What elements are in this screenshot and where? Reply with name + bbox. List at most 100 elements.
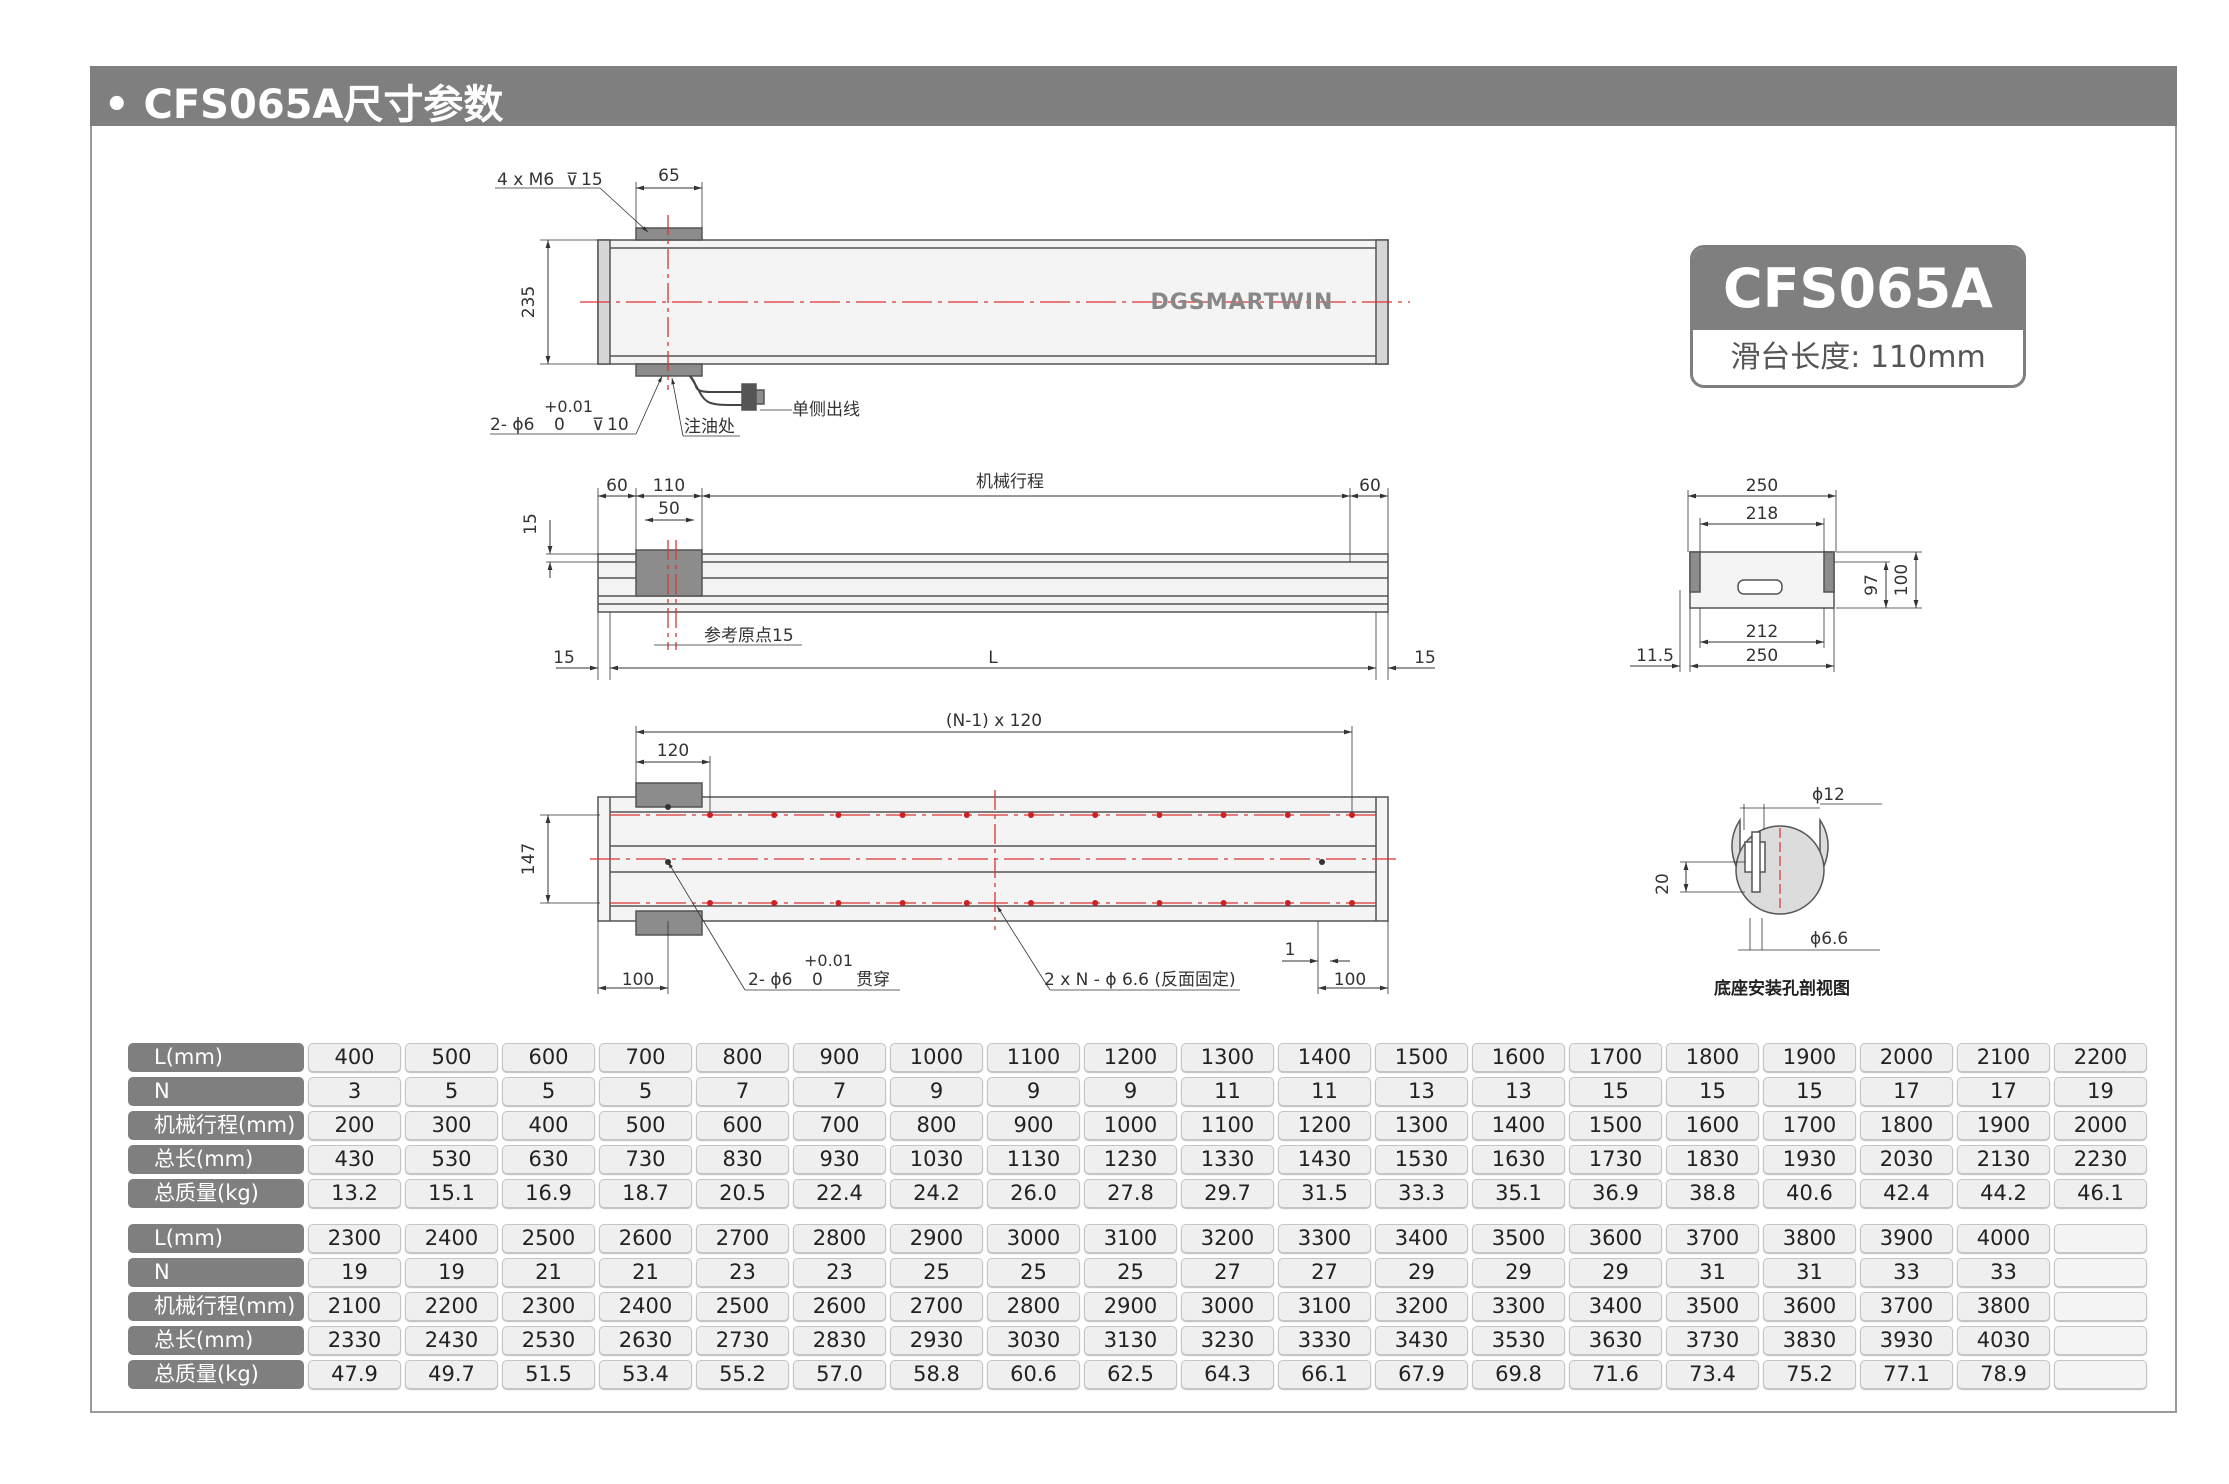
table-cell: 600 (696, 1111, 789, 1140)
mounting-hole (771, 812, 778, 818)
table-cell: 71.6 (1569, 1360, 1662, 1389)
dim-120: 120 (657, 741, 689, 761)
table-cell: 2330 (308, 1326, 401, 1355)
table-cell: 2400 (405, 1224, 498, 1253)
table-cell: 55.2 (696, 1360, 789, 1389)
table-cell: 1530 (1375, 1145, 1468, 1174)
mounting-hole (1284, 900, 1291, 906)
table-cell: 33 (1860, 1258, 1953, 1287)
table-cell: 2800 (793, 1224, 886, 1253)
table-cell: 51.5 (502, 1360, 595, 1389)
table-cell: 29.7 (1181, 1179, 1274, 1208)
table-cell: 3730 (1666, 1326, 1759, 1355)
table-cell: 1200 (1278, 1111, 1371, 1140)
dim-20: 20 (1653, 873, 1673, 895)
dim-15-vertical: 15 (521, 513, 541, 535)
table-cell: 25 (987, 1258, 1080, 1287)
table-cell: 1800 (1860, 1111, 1953, 1140)
table-cell: 500 (405, 1043, 498, 1072)
table-cell: 27.8 (1084, 1179, 1177, 1208)
table-cell: 2630 (599, 1326, 692, 1355)
table-cell: 29 (1569, 1258, 1662, 1287)
table-cell: 3 (308, 1077, 401, 1106)
mounting-hole (1349, 812, 1355, 818)
table-cell: 1600 (1472, 1043, 1565, 1072)
dim-250-bottom: 250 (1746, 646, 1778, 666)
table-cell: 2200 (2054, 1043, 2147, 1072)
table-cell: 24.2 (890, 1179, 983, 1208)
table-cell: 26.0 (987, 1179, 1080, 1208)
table-cell: 3700 (1860, 1292, 1953, 1321)
table-cell: 64.3 (1181, 1360, 1274, 1389)
table-cell: 25 (1084, 1258, 1177, 1287)
pin-tol-zero: 0 (554, 415, 565, 435)
dim-L: L (988, 648, 998, 668)
table-cell: 600 (502, 1043, 595, 1072)
table-cell: 15 (1666, 1077, 1759, 1106)
table-cell: 16.9 (502, 1179, 595, 1208)
row-label: 总质量(kg) (128, 1360, 304, 1389)
table-cell: 17 (1860, 1077, 1953, 1106)
table-cell: 21 (599, 1258, 692, 1287)
table-cell: 2800 (987, 1292, 1080, 1321)
row-label: 机械行程(mm) (128, 1111, 304, 1140)
table-cell: 2100 (1957, 1043, 2050, 1072)
table-cell (2054, 1224, 2147, 1253)
pin-hole (665, 859, 671, 865)
table-cell: 3300 (1278, 1224, 1371, 1253)
side-view-body (597, 553, 1389, 613)
table-cell: 500 (599, 1111, 692, 1140)
table-cell: 2830 (793, 1326, 886, 1355)
dim-15-right: 15 (1414, 648, 1436, 668)
dim-235: 235 (519, 286, 539, 318)
table-cell: 31.5 (1278, 1179, 1371, 1208)
row-label: L(mm) (128, 1043, 304, 1072)
table-cell: 1500 (1569, 1111, 1662, 1140)
table-cell: 3530 (1472, 1326, 1565, 1355)
ref-origin-label: 参考原点15 (704, 626, 794, 646)
table-cell: 1900 (1763, 1043, 1856, 1072)
mounting-hole (1028, 812, 1034, 818)
table-cell: 830 (696, 1145, 789, 1174)
dim-phi6-6: ϕ6.6 (1810, 929, 1848, 949)
depth-symbol-2: ⊽ (592, 415, 604, 435)
dim-60-left: 60 (606, 476, 628, 496)
table-cell: 2500 (696, 1292, 789, 1321)
table-cell: 40.6 (1763, 1179, 1856, 1208)
pin-hole (1319, 859, 1325, 865)
table-cell: 1730 (1569, 1145, 1662, 1174)
table-cell: 900 (793, 1043, 886, 1072)
table-cell: 4000 (1957, 1224, 2050, 1253)
pin-tol-zero-2: 0 (812, 970, 823, 990)
table-cell: 3630 (1569, 1326, 1662, 1355)
table-cell: 78.9 (1957, 1360, 2050, 1389)
table-cell: 3900 (1860, 1224, 1953, 1253)
table-cell: 900 (987, 1111, 1080, 1140)
end-view (1630, 490, 1922, 672)
table-cell: 9 (987, 1077, 1080, 1106)
side-view (546, 488, 1435, 680)
table-cell: 1800 (1666, 1043, 1759, 1072)
table-cell: 1000 (1084, 1111, 1177, 1140)
dim-100-right: 100 (1334, 970, 1366, 990)
table-cell: 2300 (308, 1224, 401, 1253)
table-cell: 20.5 (696, 1179, 789, 1208)
table-cell: 1330 (1181, 1145, 1274, 1174)
table-cell: 2900 (1084, 1292, 1177, 1321)
table-cell: 3000 (1181, 1292, 1274, 1321)
table-cell: 630 (502, 1145, 595, 1174)
table-cell: 2930 (890, 1326, 983, 1355)
bottom-carriage-lower (635, 910, 703, 936)
top-view (490, 182, 1410, 437)
table-cell: 11 (1181, 1077, 1274, 1106)
table-cell: 3500 (1472, 1224, 1565, 1253)
table-cell: 38.8 (1666, 1179, 1759, 1208)
mounting-hole (771, 900, 778, 906)
table-cell: 31 (1666, 1258, 1759, 1287)
table-cell: 44.2 (1957, 1179, 2050, 1208)
table-cell (2054, 1326, 2147, 1355)
